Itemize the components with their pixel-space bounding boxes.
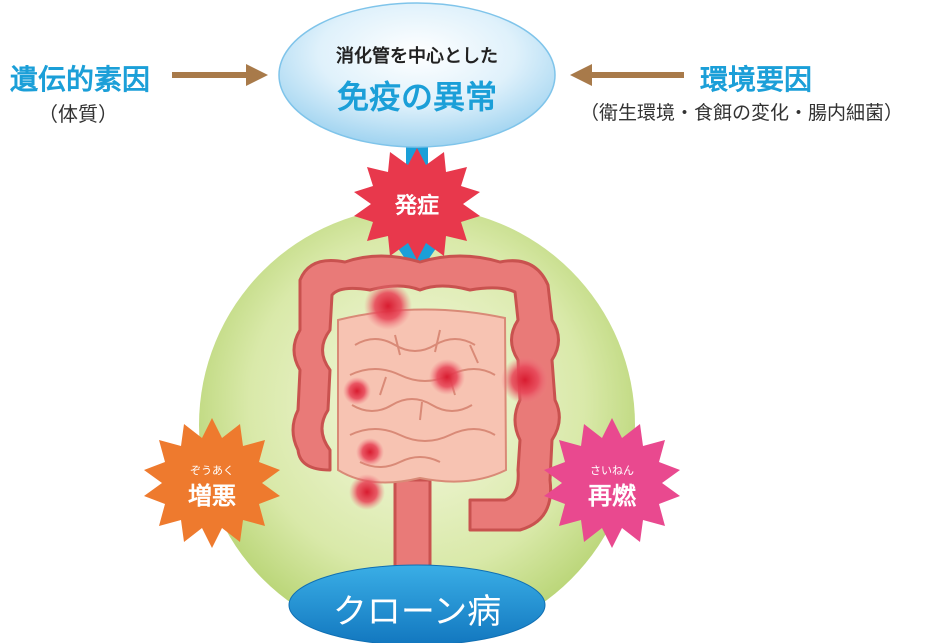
worsen-burst [144,418,280,548]
left-arrow [172,64,268,86]
inflammation-spots [343,282,549,510]
right-factor-title: 環境要因 [700,63,813,96]
center-bubble [278,2,556,148]
onset-label: 発症 [394,194,439,219]
center-bubble-line1: 消化管を中心とした [336,46,498,67]
onset-burst [354,148,480,260]
small-intestine [337,308,508,484]
right-arrow [570,64,684,86]
relapse-burst [544,418,680,548]
disease-label: クローン病 [332,592,502,632]
left-factor-sub: （体質） [38,102,118,126]
relapse-ruby: さいねん [590,464,634,477]
worsen-ruby: ぞうあく [190,464,234,477]
center-bubble-line2: 免疫の異常 [336,78,497,116]
worsen-label: 増悪 [188,482,236,510]
right-factor-sub: （衛生環境・食餌の変化・腸内細菌） [580,102,904,124]
relapse-label: 再燃 [588,482,636,510]
left-factor-title: 遺伝的素因 [10,63,151,96]
disease-pill [288,564,546,643]
